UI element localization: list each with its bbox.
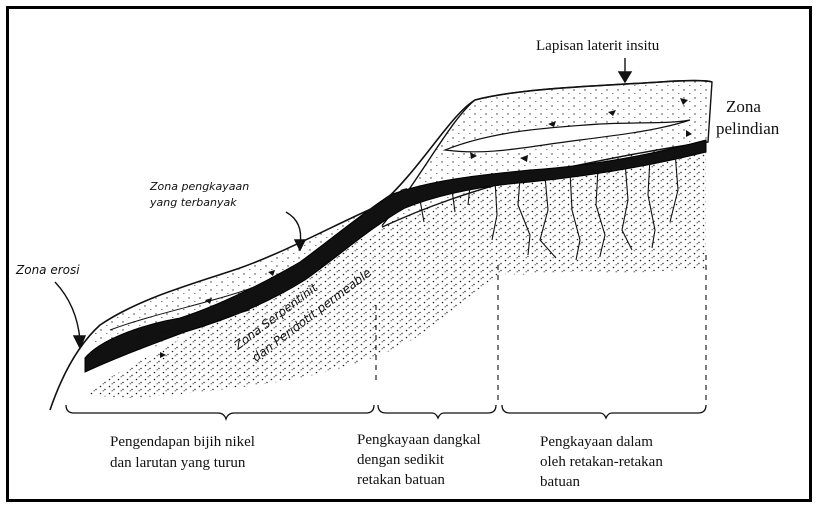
label-leaching-zone-1: Zona: [726, 97, 761, 116]
label-section-deep-1: Pengkayaan dalam: [540, 434, 653, 450]
section-braces: [66, 405, 706, 419]
label-section-shallow-1: Pengkayaan dangkal: [357, 432, 481, 448]
label-section-deep-2: oleh retakan-retakan: [540, 454, 663, 470]
label-erosion-zone: Zona erosi: [15, 263, 80, 277]
label-lateritic-layer: Lapisan laterit insitu: [536, 38, 660, 54]
label-enrichment-zone-1: Zona pengkayaan: [149, 180, 249, 193]
label-enrichment-zone-2: yang terbanyak: [149, 196, 237, 209]
label-section-shallow-2: dengan sedikit: [357, 452, 445, 468]
label-section-deposition-2: dan larutan yang turun: [110, 455, 246, 471]
label-section-deposition-1: Pengendapan bijih nikel: [110, 434, 255, 450]
label-section-deep-3: batuan: [540, 474, 580, 490]
label-leaching-zone-2: pelindian: [716, 119, 780, 138]
label-section-shallow-3: retakan batuan: [357, 472, 445, 488]
